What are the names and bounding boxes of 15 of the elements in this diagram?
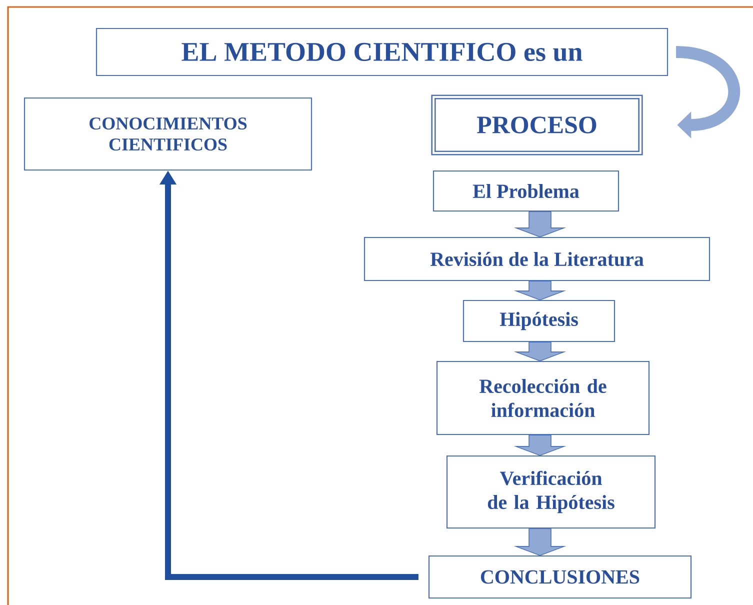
- process-box: PROCESO: [431, 94, 643, 156]
- process-box: Hipótesis: [462, 300, 616, 342]
- block-arrow: [514, 434, 566, 456]
- process-box: CONCLUSIONES: [428, 555, 692, 599]
- process-box: Revisión de la Literatura: [364, 236, 710, 282]
- block-arrow: [514, 211, 566, 238]
- title-box: EL METODO CIENTIFICO es un: [96, 28, 668, 76]
- block-arrow: [514, 528, 566, 556]
- process-box: CONOCIMIENTOS CIENTIFICOS: [24, 97, 312, 171]
- block-arrow: [514, 280, 566, 300]
- block-arrow: [514, 342, 566, 362]
- curved-arrow: [676, 46, 740, 138]
- process-box: El Problema: [432, 170, 620, 212]
- process-box: Recolección de información: [436, 360, 650, 436]
- process-box: Verificación de la Hipótesis: [446, 455, 656, 529]
